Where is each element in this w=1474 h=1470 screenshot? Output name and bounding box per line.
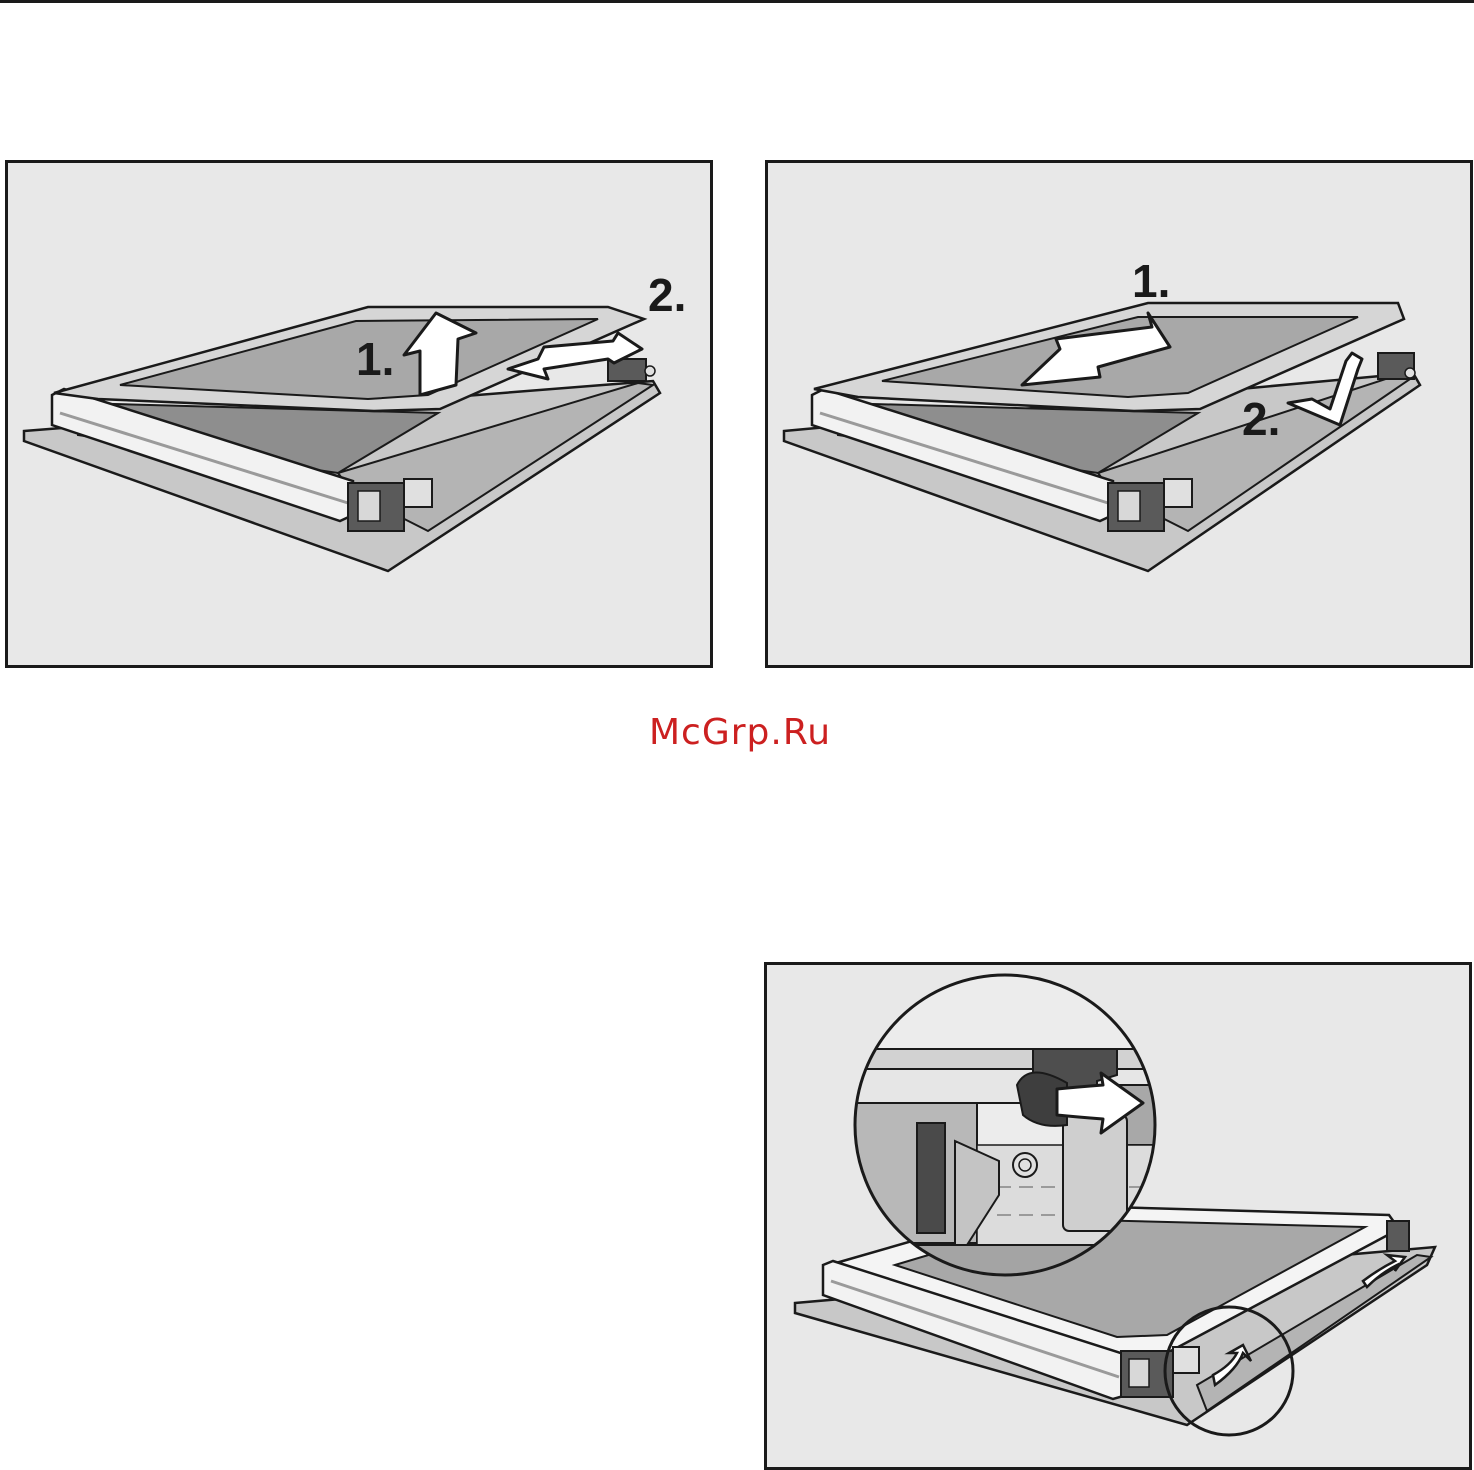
figure-slide-and-lower-glass: 1. 2. [765, 160, 1473, 668]
hinge-back [1378, 353, 1415, 379]
step-2-label: 2. [1242, 393, 1280, 445]
step-1-label: 1. [356, 333, 394, 385]
figure-hinge-clip-detail [764, 962, 1472, 1470]
figure-3-drawing [767, 965, 1469, 1467]
figure-lift-and-slide-glass: 1. 2. [5, 160, 713, 668]
figure-1-drawing: 1. 2. [8, 163, 710, 665]
hinge-back [1387, 1221, 1409, 1251]
step-1-label: 1. [1132, 255, 1170, 307]
step-2-label: 2. [648, 269, 686, 321]
figure-2-drawing: 1. 2. [768, 163, 1470, 665]
watermark-text: McGrp.Ru [600, 712, 880, 753]
top-rule [0, 0, 1474, 3]
